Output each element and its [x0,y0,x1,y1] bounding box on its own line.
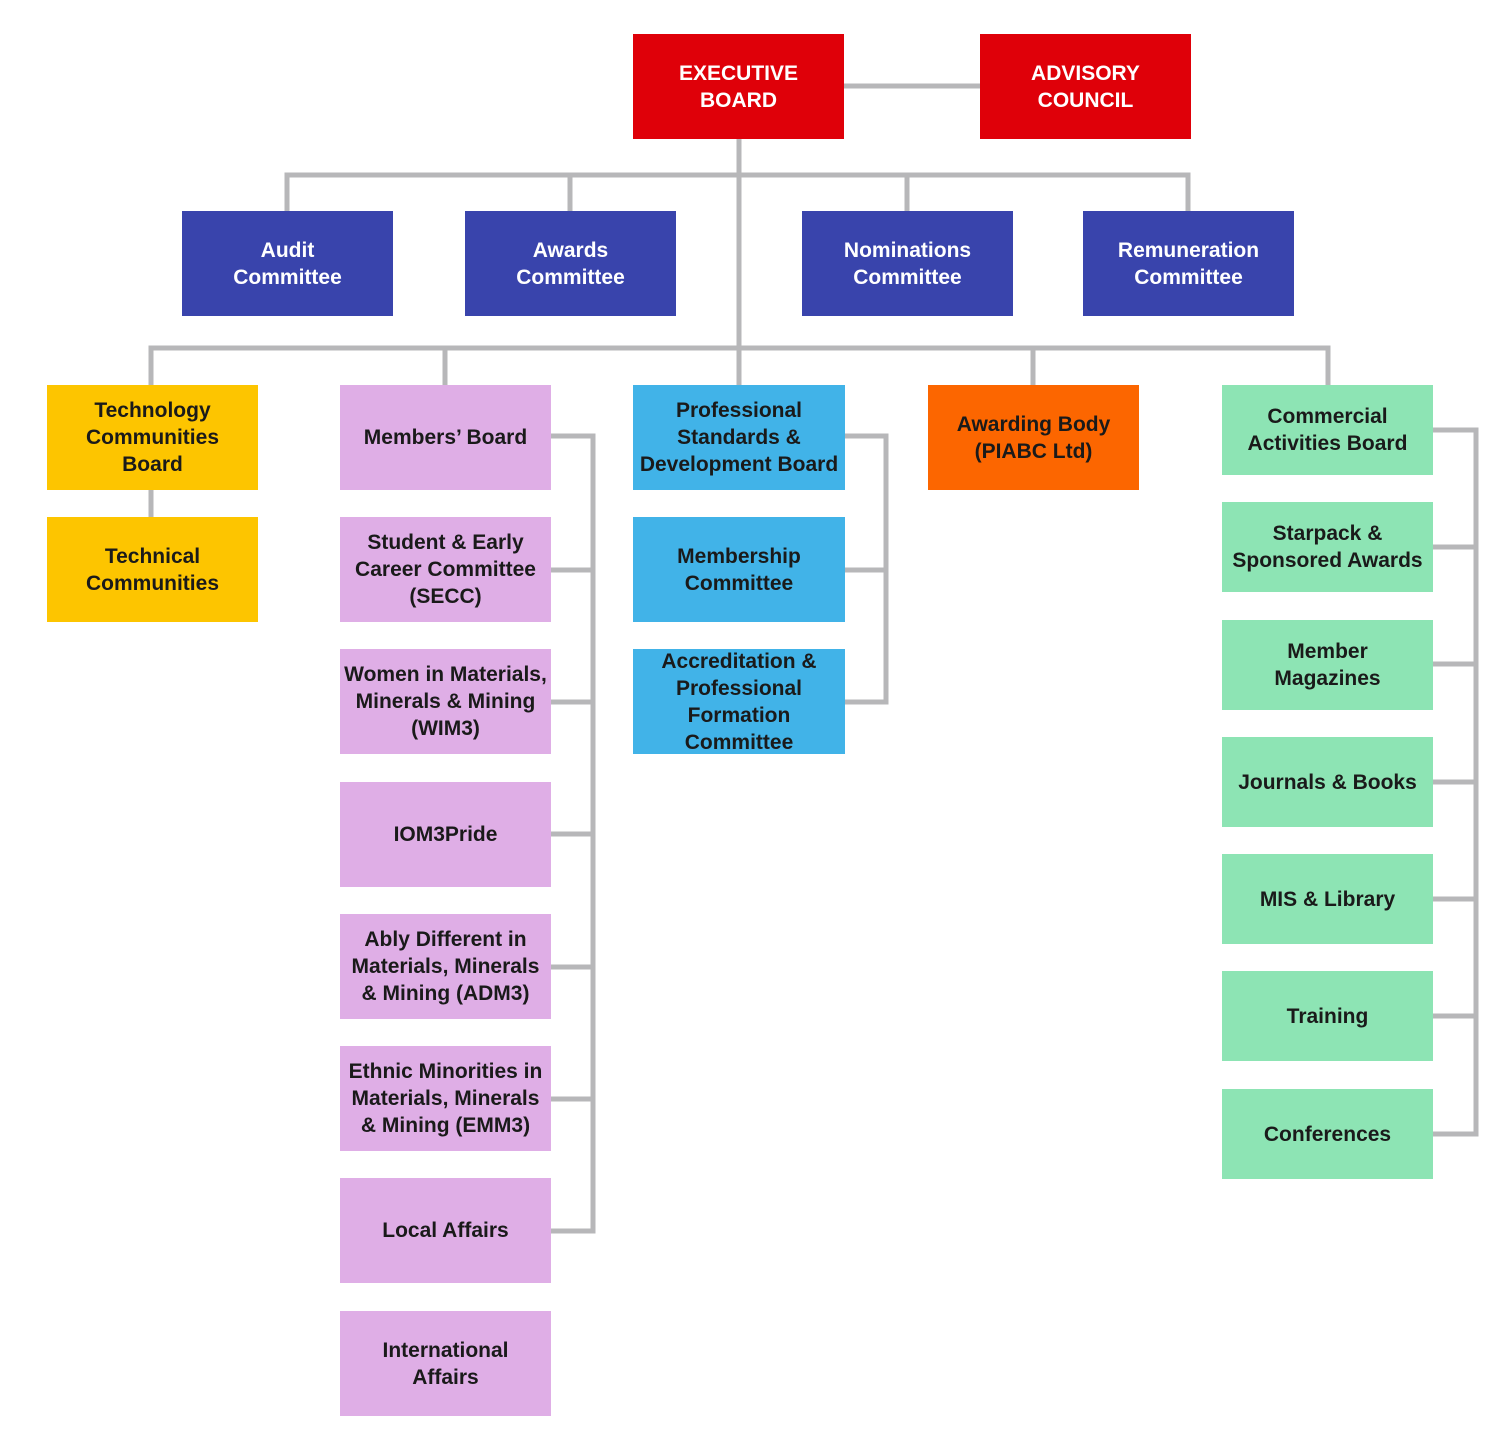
adm3-label: Ably Different in Materials, Minerals & … [351,928,540,1005]
iom3pride-label: IOM3Pride [393,823,498,846]
training-label: Training [1286,1004,1369,1028]
mis-library-label: MIS & Library [1259,887,1396,911]
secc-label: Student & Early Career Committee (SECC) [355,531,536,608]
technology-communities-board-box: Technology Communities Board [47,385,258,490]
technical-communities-box: Technical Communities [47,517,258,622]
technology-communities-board-label: Technology Communities Board [85,399,219,476]
member-magazines-label: Member Magazines [1274,640,1381,690]
awarding-body-label: Awarding Body (PIABC Ltd) [956,412,1111,463]
remuneration-committee-box: Remuneration Committee [1083,211,1294,316]
commercial-activities-board-label: Commercial Activities Board [1247,405,1408,455]
secc-box: Student & Early Career Committee (SECC) [340,517,551,622]
emm3-label: Ethnic Minorities in Materials, Minerals… [348,1060,543,1137]
local-affairs-label: Local Affairs [382,1219,509,1242]
advisory-council-box: ADVISORY COUNCIL [980,34,1191,139]
members-board-label: Members’ Board [363,426,528,449]
member-magazines-box: Member Magazines [1222,620,1433,710]
adm3-box: Ably Different in Materials, Minerals & … [340,914,551,1019]
emm3-box: Ethnic Minorities in Materials, Minerals… [340,1046,551,1151]
executive-board-label: EXECUTIVE BOARD [678,61,799,112]
executive-board-box: EXECUTIVE BOARD [633,34,844,139]
advisory-council-label: ADVISORY COUNCIL [1031,61,1140,112]
iom3pride-box: IOM3Pride [340,782,551,887]
wim3-box: Women in Materials, Minerals & Mining (W… [340,649,551,754]
nominations-committee-label: Nominations Committee [843,238,972,289]
mis-library-box: MIS & Library [1222,854,1433,944]
nominations-committee-box: Nominations Committee [802,211,1013,316]
accreditation-committee-box: Accreditation & Professional Formation C… [633,649,845,754]
professional-standards-board-label: Professional Standards & Development Boa… [639,399,839,476]
journals-books-label: Journals & Books [1238,770,1417,794]
conferences-label: Conferences [1263,1122,1392,1146]
conferences-box: Conferences [1222,1089,1433,1179]
professional-standards-board-box: Professional Standards & Development Boa… [633,385,845,490]
training-box: Training [1222,971,1433,1061]
technical-communities-label: Technical Communities [85,544,219,595]
international-affairs-box: International Affairs [340,1311,551,1416]
wim3-label: Women in Materials, Minerals & Mining (W… [344,663,547,740]
commercial-activities-board-box: Commercial Activities Board [1222,385,1433,475]
audit-committee-label: Audit Committee [233,238,342,289]
starpack-box: Starpack & Sponsored Awards [1222,502,1433,592]
members-board-box: Members’ Board [340,385,551,490]
awards-committee-label: Awards Committee [516,238,625,289]
remuneration-committee-label: Remuneration Committee [1117,238,1260,289]
starpack-label: Starpack & Sponsored Awards [1232,522,1423,572]
journals-books-box: Journals & Books [1222,737,1433,827]
international-affairs-label: International Affairs [382,1338,509,1389]
membership-committee-box: Membership Committee [633,517,845,622]
audit-committee-box: Audit Committee [182,211,393,316]
membership-committee-label: Membership Committee [677,544,801,595]
local-affairs-box: Local Affairs [340,1178,551,1283]
awards-committee-box: Awards Committee [465,211,676,316]
awarding-body-box: Awarding Body (PIABC Ltd) [928,385,1139,490]
accreditation-committee-label: Accreditation & Professional Formation C… [661,649,817,754]
